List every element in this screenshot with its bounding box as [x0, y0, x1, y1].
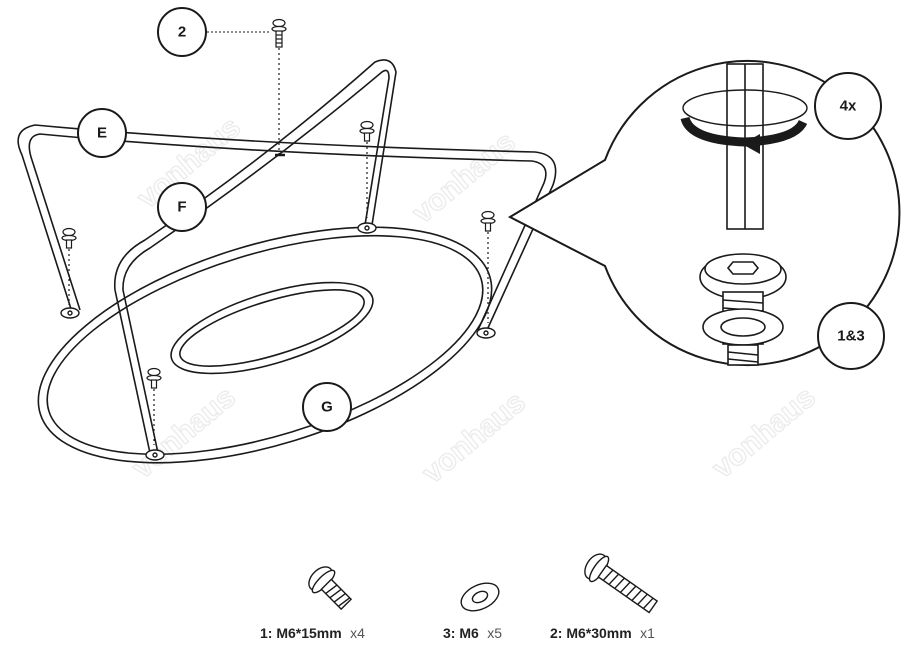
hardware-label-2: 2: M6*30mm x1 [550, 625, 655, 642]
watermark-text: vonhaus [126, 380, 242, 485]
bolt-icon [480, 210, 496, 323]
base-frame-g [37, 226, 493, 464]
callout-text: G [321, 399, 333, 416]
short-bolt-icon [308, 566, 353, 611]
hardware-label-3: 3: M6 x5 [443, 625, 502, 642]
part-callout-g: G [302, 382, 352, 432]
callout-text: 2 [178, 24, 186, 41]
watermark-text: vonhaus [706, 380, 822, 485]
callout-4x: 4x [814, 72, 882, 140]
bolt-icon [359, 120, 375, 218]
long-screw-icon [271, 18, 287, 154]
rotation-arrow-icon [680, 89, 808, 154]
washer-icon [460, 582, 500, 612]
callout-text: F [177, 199, 186, 216]
part-callout-f: F [157, 182, 207, 232]
frame-foot-tabs [60, 222, 496, 461]
part-callout-e: E [77, 108, 127, 158]
long-bolt-icon [584, 553, 659, 614]
detail-bolt-icon [699, 253, 787, 366]
hardware-label-1: 1: M6*15mm x4 [260, 625, 365, 642]
callout-text: E [97, 125, 107, 142]
watermark-text: vonhaus [406, 125, 522, 230]
bolt-icon [146, 367, 162, 445]
callout-1-3: 1&3 [817, 302, 885, 370]
watermark-text: vonhaus [416, 385, 532, 490]
front-frame-f [113, 59, 397, 454]
callout-text: 1&3 [837, 328, 865, 345]
detail-callout: 4x 1&3 [507, 60, 901, 370]
part-callout-2: 2 [157, 7, 207, 57]
bolt-icon [61, 227, 77, 305]
bolt-markers [61, 18, 496, 445]
hardware-legend: 1: M6*15mm x4 3: M6 x5 2: M6*30mm x1 [260, 553, 659, 642]
callout-text: 4x [840, 98, 857, 115]
